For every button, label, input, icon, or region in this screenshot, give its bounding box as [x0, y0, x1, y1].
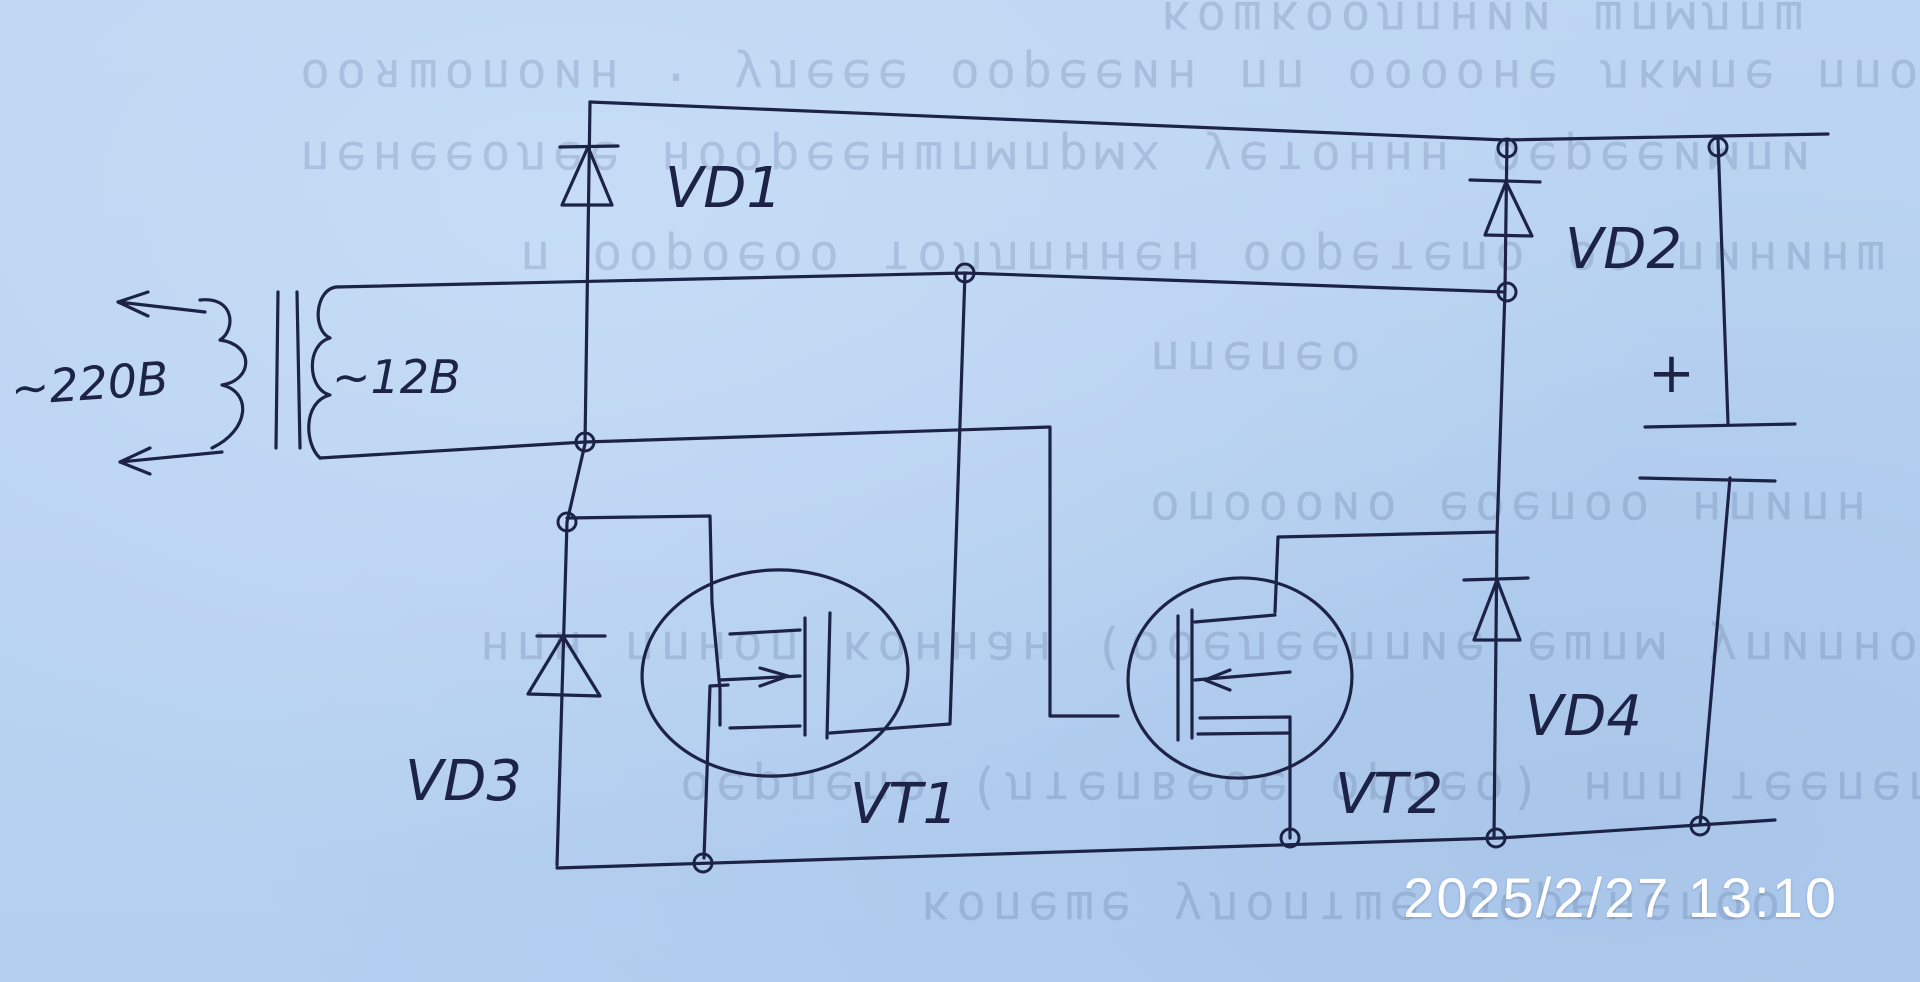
- label-input-voltage: ~220В: [9, 351, 170, 416]
- junction-dot: [692, 852, 714, 874]
- wire-vt1-channel: [710, 601, 722, 727]
- junction-dot: [1279, 827, 1301, 849]
- diode-vd4: [1462, 576, 1530, 642]
- capacitor-plate-bottom: [1638, 476, 1777, 483]
- label-capacitor-plus: +: [1648, 341, 1695, 406]
- junction-dot: [954, 262, 976, 284]
- handwritten-labels: VD1 VD2 VD3 VD4 VT1 VT2 ~220В ~12В +: [9, 156, 1695, 837]
- wire-top-rail: [588, 100, 1830, 142]
- label-vd4: VD4: [1525, 684, 1642, 749]
- wire-vt1-drain: [828, 271, 967, 735]
- mosfet-vt1-circle: [640, 568, 910, 778]
- label-output-voltage: ~12В: [332, 350, 461, 404]
- transformer-primary-winding: [198, 298, 248, 450]
- mosfet-vt1-channel-bottom: [728, 724, 802, 730]
- wire-vt1-source: [565, 514, 714, 605]
- capacitor: [1638, 422, 1797, 483]
- wire-vt1-down: [702, 683, 730, 860]
- label-vt2: VT2: [1335, 762, 1443, 827]
- arrow-out-top: [116, 290, 207, 318]
- wire-vt2-top: [1273, 530, 1499, 614]
- diode-triangle: [560, 145, 614, 207]
- mosfet-vt2-channel-top: [1193, 613, 1277, 624]
- wire-network: [318, 100, 1830, 870]
- label-vt1: VT1: [850, 772, 958, 837]
- diode-triangle: [526, 634, 602, 698]
- mosfet-vt2-arrow: [1203, 668, 1232, 692]
- mosfet-vt2-channel-bottom: [1196, 731, 1292, 736]
- diode-vd2: [1468, 178, 1542, 238]
- label-vd2: VD2: [1565, 217, 1682, 282]
- wire-capacitor-bottom: [1698, 476, 1732, 827]
- diode-triangle: [1483, 180, 1534, 238]
- mosfet-vt1-arrow: [758, 666, 790, 688]
- mosfet-vt2: [1126, 576, 1354, 780]
- transformer: [116, 285, 338, 476]
- diode-vd1: [558, 144, 620, 207]
- wire-capacitor-top: [1716, 138, 1730, 425]
- arrow-out-bottom: [118, 446, 224, 476]
- mosfet-vt1-channel-top: [728, 628, 802, 636]
- transformer-core-right: [295, 290, 302, 450]
- mosfet-vt1-gate: [825, 611, 832, 740]
- junction-dot: [1485, 827, 1507, 849]
- wire-secondary-top: [334, 271, 1507, 294]
- junction-dot: [556, 511, 578, 533]
- junction-dot: [1496, 137, 1518, 159]
- transformer-secondary-winding: [307, 285, 338, 460]
- junction-dot: [1689, 815, 1711, 837]
- junction-dots: [556, 136, 1729, 874]
- mosfet-vt2-circle: [1126, 576, 1354, 780]
- junction-dot: [1707, 136, 1729, 158]
- mosfet-vt1: [640, 568, 910, 778]
- photo-timestamp: 2025/2/27 13:10: [1403, 866, 1838, 929]
- wire-secondary-bottom: [318, 425, 1120, 718]
- diode-triangle: [1472, 578, 1522, 642]
- wire-bottom-rail: [555, 818, 1777, 870]
- junction-dot: [574, 431, 596, 453]
- transformer-core-left: [274, 290, 280, 450]
- wire-right-vertical: [1492, 138, 1509, 840]
- junction-dot: [1496, 281, 1518, 303]
- label-vd1: VD1: [665, 156, 782, 221]
- capacitor-plate-top: [1643, 422, 1797, 429]
- diode-vd3: [526, 634, 607, 698]
- wire-vt2-source: [1198, 715, 1292, 840]
- wire-left-vertical: [555, 100, 592, 867]
- label-vd3: VD3: [405, 749, 522, 814]
